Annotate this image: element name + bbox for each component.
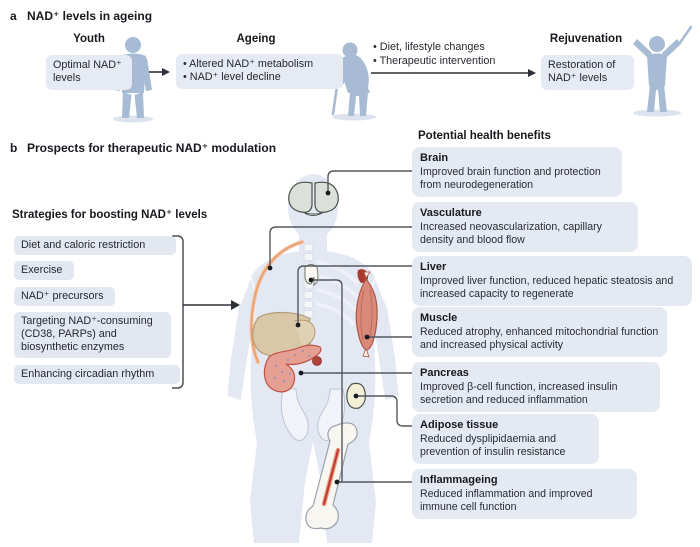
benefit-text-brain: Improved brain function and protection f…: [420, 165, 601, 191]
benefit-title-muscle: Muscle: [420, 312, 458, 324]
bone-marrow-icon: [305, 422, 358, 530]
benefit-title-brain: Brain: [420, 152, 449, 164]
benefit-title-liver: Liver: [420, 261, 447, 273]
connector-thymus-inflammageing: [310, 279, 343, 483]
transition-bullets: • Diet, lifestyle changes • Therapeutic …: [373, 40, 495, 68]
strategies-title: Strategies for boosting NAD⁺ levels: [12, 209, 208, 221]
strategies-bracket: [172, 235, 184, 389]
benefit-title-pancreas: Pancreas: [420, 367, 469, 379]
benefit-box-brain: Brain Improved brain function and protec…: [412, 147, 622, 197]
ageing-label: Ageing: [236, 33, 276, 45]
ribs: [316, 260, 359, 326]
strategy-item-circadian: Enhancing circadian rhythm: [14, 365, 180, 385]
benefit-box-liver: Liver Improved liver function, reduced h…: [412, 256, 692, 306]
benefits-title: Potential health benefits: [418, 130, 551, 142]
section-b-title: Prospects for therapeutic NAD⁺ modulatio…: [27, 141, 277, 155]
benefit-title-inflammageing: Inflammageing: [420, 474, 498, 486]
benefit-text-pancreas: Improved β-cell function, increased insu…: [420, 380, 618, 406]
arrow-strategies-to-body: [183, 300, 240, 310]
connector-dots: [267, 190, 370, 485]
strategy-item-targeting-enzymes: Targeting NAD⁺-consuming (CD38, PARPs) a…: [14, 312, 171, 358]
benefit-box-pancreas: Pancreas Improved β-cell function, incre…: [412, 362, 660, 412]
connector-vasculature: [269, 226, 413, 269]
benefit-text-vasculature: Increased neovascularization, capillary …: [420, 220, 602, 246]
section-a-title: NAD⁺ levels in ageing: [27, 9, 153, 23]
benefit-text-inflammageing: Reduced inflammation and improved immune…: [420, 487, 593, 513]
arrow-youth-to-ageing: [149, 68, 170, 76]
connector-adipose: [355, 395, 413, 427]
rejuvenation-label: Rejuvenation: [549, 33, 623, 45]
ageing-box: • Altered NAD⁺ metabolism • NAD⁺ level d…: [176, 54, 343, 89]
strategy-item-exercise: Exercise: [14, 261, 74, 281]
benefit-box-muscle: Muscle Reduced atrophy, enhanced mitocho…: [412, 307, 667, 357]
pancreas-icon: [263, 344, 322, 393]
connector-brain: [327, 170, 413, 194]
youth-box: Optimal NAD⁺ levels: [46, 55, 132, 90]
benefit-title-vasculature: Vasculature: [420, 207, 482, 219]
strategy-item-diet: Diet and caloric restriction: [14, 236, 176, 256]
ageing-bullet-2: • NAD⁺ level decline: [183, 71, 281, 84]
transition-bullet-1: • Diet, lifestyle changes: [373, 41, 485, 53]
section-a-label: a: [10, 9, 17, 23]
brain-icon: [288, 181, 339, 216]
benefit-box-vasculature: Vasculature Increased neovascularization…: [412, 202, 638, 252]
rejuvenated-person-icon: [633, 25, 693, 117]
benefit-text-muscle: Reduced atrophy, enhanced mitochondrial …: [420, 325, 659, 351]
benefit-text-adipose: Reduced dysplipidaemia and prevention of…: [420, 432, 566, 458]
benefit-title-adipose: Adipose tissue: [420, 419, 499, 431]
benefit-box-adipose: Adipose tissue Reduced dysplipidaemia an…: [412, 414, 599, 464]
connector-liver: [297, 265, 413, 326]
rejuvenation-box: Restoration of NAD⁺ levels: [541, 55, 634, 90]
vasculature-icon: [249, 240, 304, 364]
muscle-icon: [355, 271, 378, 358]
section-b-label: b: [10, 141, 18, 155]
benefit-box-inflammageing: Inflammageing Reduced inflammation and i…: [412, 469, 637, 519]
connectors: [269, 170, 413, 483]
youth-label: Youth: [73, 33, 105, 45]
transition-bullet-2: • Therapeutic intervention: [373, 55, 496, 68]
arrow-ageing-to-rejuvenation: [371, 69, 536, 77]
ageing-person-with-cane-icon: [331, 42, 376, 121]
benefit-text-liver: Improved liver function, reduced hepatic…: [420, 274, 674, 300]
ageing-bullet-1: • Altered NAD⁺ metabolism: [183, 58, 314, 70]
strategy-item-precursors: NAD⁺ precursors: [14, 287, 115, 307]
